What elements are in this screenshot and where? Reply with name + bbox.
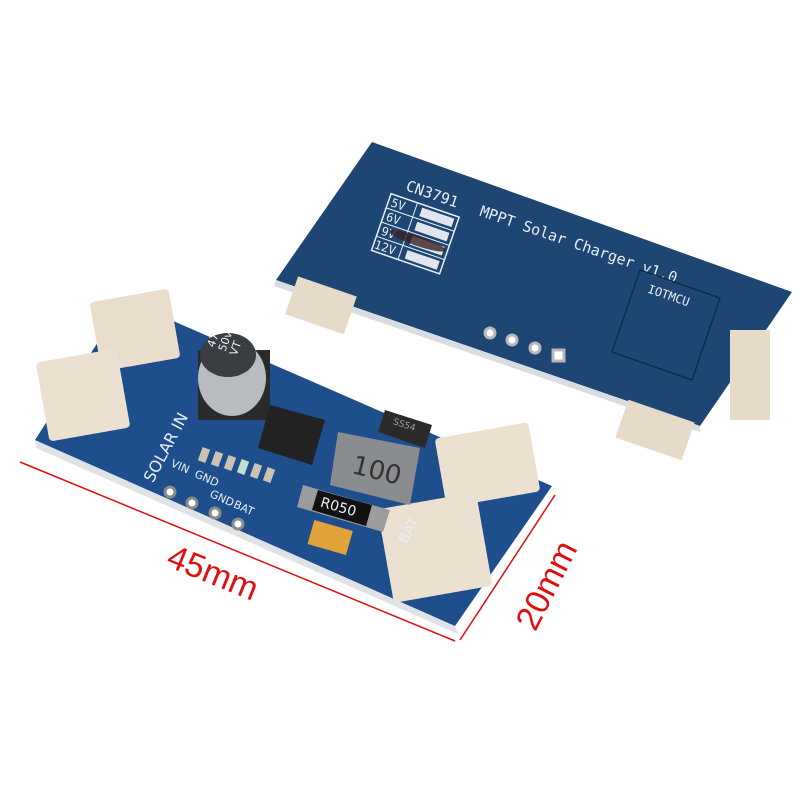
svg-text:VT: VT bbox=[227, 339, 244, 357]
connector bbox=[615, 399, 695, 461]
connector bbox=[730, 330, 770, 420]
svg-text:9V: 9V bbox=[379, 224, 397, 242]
diode bbox=[378, 410, 432, 448]
length-line bbox=[19, 461, 456, 642]
battery-connector bbox=[378, 492, 492, 603]
tantalum-capacitor bbox=[307, 519, 353, 556]
inductor bbox=[330, 432, 420, 505]
solar-connector bbox=[36, 349, 130, 441]
front-board: 47 50v VT SS54 100 R050 SOLAR IN BAT VIN… bbox=[35, 289, 552, 634]
svg-text:12V: 12V bbox=[372, 237, 397, 257]
voltage-select-table: 5V 6V 9V 12V bbox=[370, 192, 461, 275]
header-pads bbox=[483, 326, 566, 363]
solder-mark bbox=[388, 229, 446, 252]
battery-connector bbox=[435, 422, 540, 507]
length-label: 45mm bbox=[162, 538, 264, 609]
width-label: 20mm bbox=[508, 535, 585, 636]
cn3791-chip bbox=[258, 405, 325, 465]
svg-text:47: 47 bbox=[205, 331, 222, 349]
svg-text:5V: 5V bbox=[389, 196, 407, 214]
width-line bbox=[459, 494, 556, 641]
back-board-pcb bbox=[276, 142, 792, 426]
back-board: CN3791 MPPT Solar Charger v1.0 5V 6V 9V … bbox=[274, 142, 792, 461]
svg-text:6V: 6V bbox=[384, 210, 402, 228]
connector bbox=[285, 276, 357, 335]
